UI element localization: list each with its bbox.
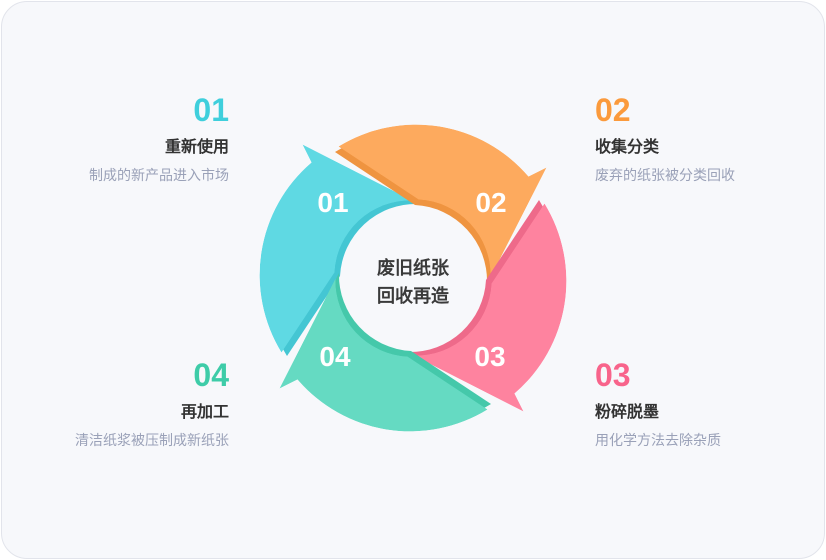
segment-face [279, 278, 488, 432]
segment-number-03: 03 [474, 341, 505, 372]
step-desc: 清洁纸浆被压制成新纸张 [75, 433, 229, 449]
segment-number-02: 02 [475, 187, 506, 218]
cycle-arrow-segment-04 [279, 273, 491, 432]
step-title: 收集分类 [595, 137, 660, 156]
segment-face [413, 203, 567, 412]
step-number: 01 [193, 92, 229, 128]
segment-face [259, 144, 413, 353]
center-title-line2: 回收再造 [377, 285, 449, 307]
segment-number-01: 01 [317, 187, 348, 218]
step-04: 04 再加工 清洁纸浆被压制成新纸张 [9, 357, 229, 451]
step-desc: 制成的新产品进入市场 [89, 168, 229, 184]
step-number: 04 [193, 357, 229, 393]
step-number: 03 [595, 357, 631, 393]
step-title: 重新使用 [164, 137, 229, 156]
step-03: 03 粉碎脱墨 用化学方法去除杂质 [595, 357, 815, 451]
step-desc: 废弃的纸张被分类回收 [595, 168, 735, 184]
cycle-arrow-segment-01 [259, 144, 418, 356]
step-01: 01 重新使用 制成的新产品进入市场 [9, 92, 229, 186]
step-title: 再加工 [180, 402, 229, 421]
segment-number-04: 04 [319, 341, 351, 372]
step-desc: 用化学方法去除杂质 [595, 433, 721, 449]
cycle-arrow-segment-02 [335, 124, 547, 283]
step-02: 02 收集分类 废弃的纸张被分类回收 [595, 92, 815, 186]
cycle-arrow-segment-03 [408, 200, 567, 412]
segment-face [338, 124, 547, 278]
center-title-line1: 废旧纸张 [377, 257, 450, 279]
step-title: 粉碎脱墨 [595, 402, 660, 421]
step-number: 02 [595, 92, 631, 128]
